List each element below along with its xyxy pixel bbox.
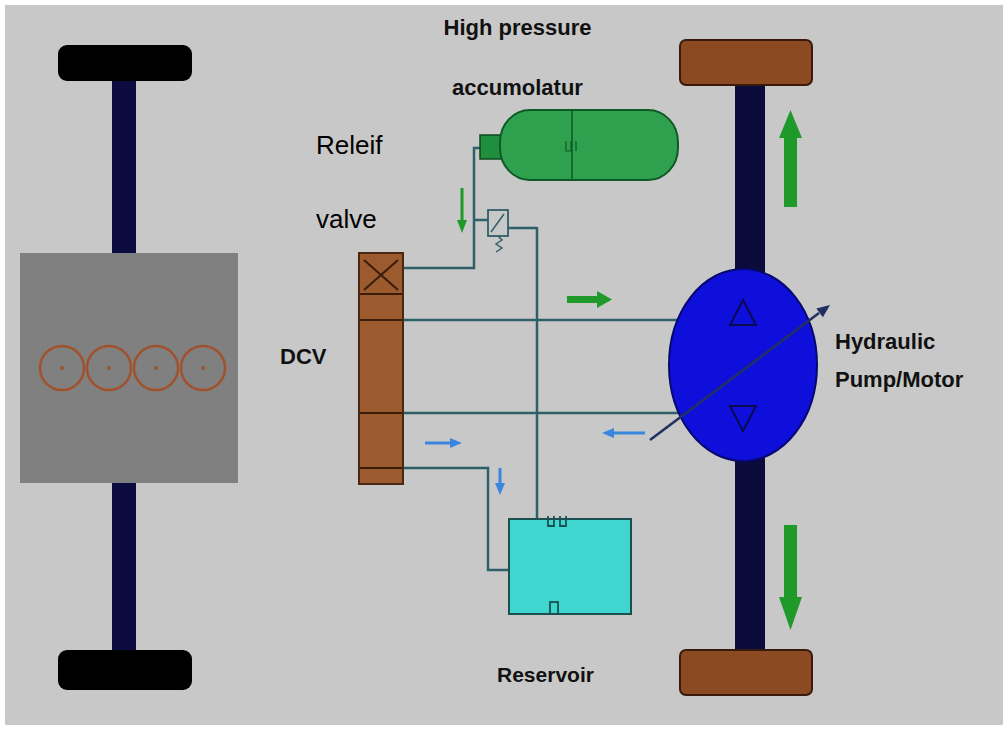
- wheel: [58, 45, 192, 81]
- pump-motor: Hydraulic Pump/Motor: [668, 268, 818, 462]
- hydraulic-line: [404, 319, 678, 322]
- valve-port: [360, 319, 402, 321]
- hydraulic-line: [404, 468, 508, 570]
- motion-arrow-head: [779, 110, 802, 138]
- relief-valve-body: [488, 210, 508, 236]
- valve-divider: [360, 293, 402, 295]
- reservoir-tank: [509, 519, 631, 614]
- hydraulic-line: [404, 148, 480, 268]
- valve-port: [360, 412, 402, 414]
- accumulator: High pressure accumolatur: [480, 108, 680, 182]
- label-holder: Releif valve: [316, 108, 408, 256]
- flow-arrow: [461, 188, 464, 222]
- flow-arrow-head: [602, 428, 614, 438]
- part-label: Hydraulic Pump/Motor: [835, 323, 1000, 399]
- cylinder: [181, 346, 225, 390]
- valve-cross: [364, 260, 398, 290]
- flow-arrow: [425, 442, 452, 445]
- pump-triangle: [730, 300, 756, 325]
- pump-motor-shape: [668, 268, 818, 462]
- cylinder: [134, 346, 178, 390]
- pump-triangle: [730, 406, 756, 431]
- flow-arrow-head: [597, 291, 612, 308]
- wheel: [58, 650, 192, 690]
- cylinder-dot: [60, 366, 64, 370]
- part-label: High pressure accumolatur: [425, 0, 610, 118]
- motion-arrow: [784, 525, 797, 600]
- wheel: [680, 40, 812, 85]
- cylinder-dot: [107, 366, 111, 370]
- relief-valve-arrow: [491, 214, 504, 232]
- flow-arrow-head: [450, 438, 462, 448]
- cylinder-dot: [201, 366, 205, 370]
- motion-arrow-head: [779, 597, 802, 630]
- relief-line: [474, 219, 488, 222]
- valve-body: [359, 253, 403, 484]
- cylinder-dot: [154, 366, 158, 370]
- accumulator-shell: [500, 110, 678, 180]
- flow-arrow-head: [495, 483, 505, 495]
- accumulator-shape: [480, 108, 680, 182]
- axle-shaft: [112, 480, 136, 654]
- wheel: [680, 650, 812, 695]
- reservoir: Reservoir: [508, 518, 632, 615]
- flow-arrow-head: [457, 220, 467, 233]
- variable-arrow: [650, 313, 819, 440]
- accumulator-mark: [566, 141, 576, 151]
- cylinder: [87, 346, 131, 390]
- part-label: DCV: [280, 342, 340, 372]
- part-label: Reservoir: [497, 661, 627, 689]
- engine: [20, 253, 238, 483]
- reservoir-port: [548, 516, 566, 526]
- axle-shaft: [112, 78, 136, 256]
- flow-arrows: [425, 188, 645, 495]
- valve-port: [360, 467, 402, 469]
- motion-arrow: [784, 135, 797, 207]
- pump-motor-body: [669, 269, 817, 461]
- relief-line: [508, 227, 537, 230]
- flow-arrow: [567, 296, 599, 303]
- flow-arrow: [499, 468, 502, 485]
- reservoir-shape: [508, 518, 632, 615]
- relief-line: [536, 227, 539, 518]
- part-label: Releif valve: [316, 108, 408, 256]
- directional-control-valve: DCV: [358, 252, 404, 485]
- ground: [5, 5, 1003, 725]
- relief-valve: [474, 210, 537, 518]
- hydraulic-line: [404, 412, 679, 415]
- relief-valve-spring: [496, 236, 502, 252]
- variable-arrow-head: [816, 305, 830, 317]
- flow-arrow: [612, 432, 645, 435]
- reservoir-drain: [550, 602, 558, 614]
- directional-control-valve-shape: [358, 252, 404, 485]
- engine-block: [20, 253, 238, 483]
- cylinder: [40, 346, 84, 390]
- valve-cross: [364, 260, 398, 290]
